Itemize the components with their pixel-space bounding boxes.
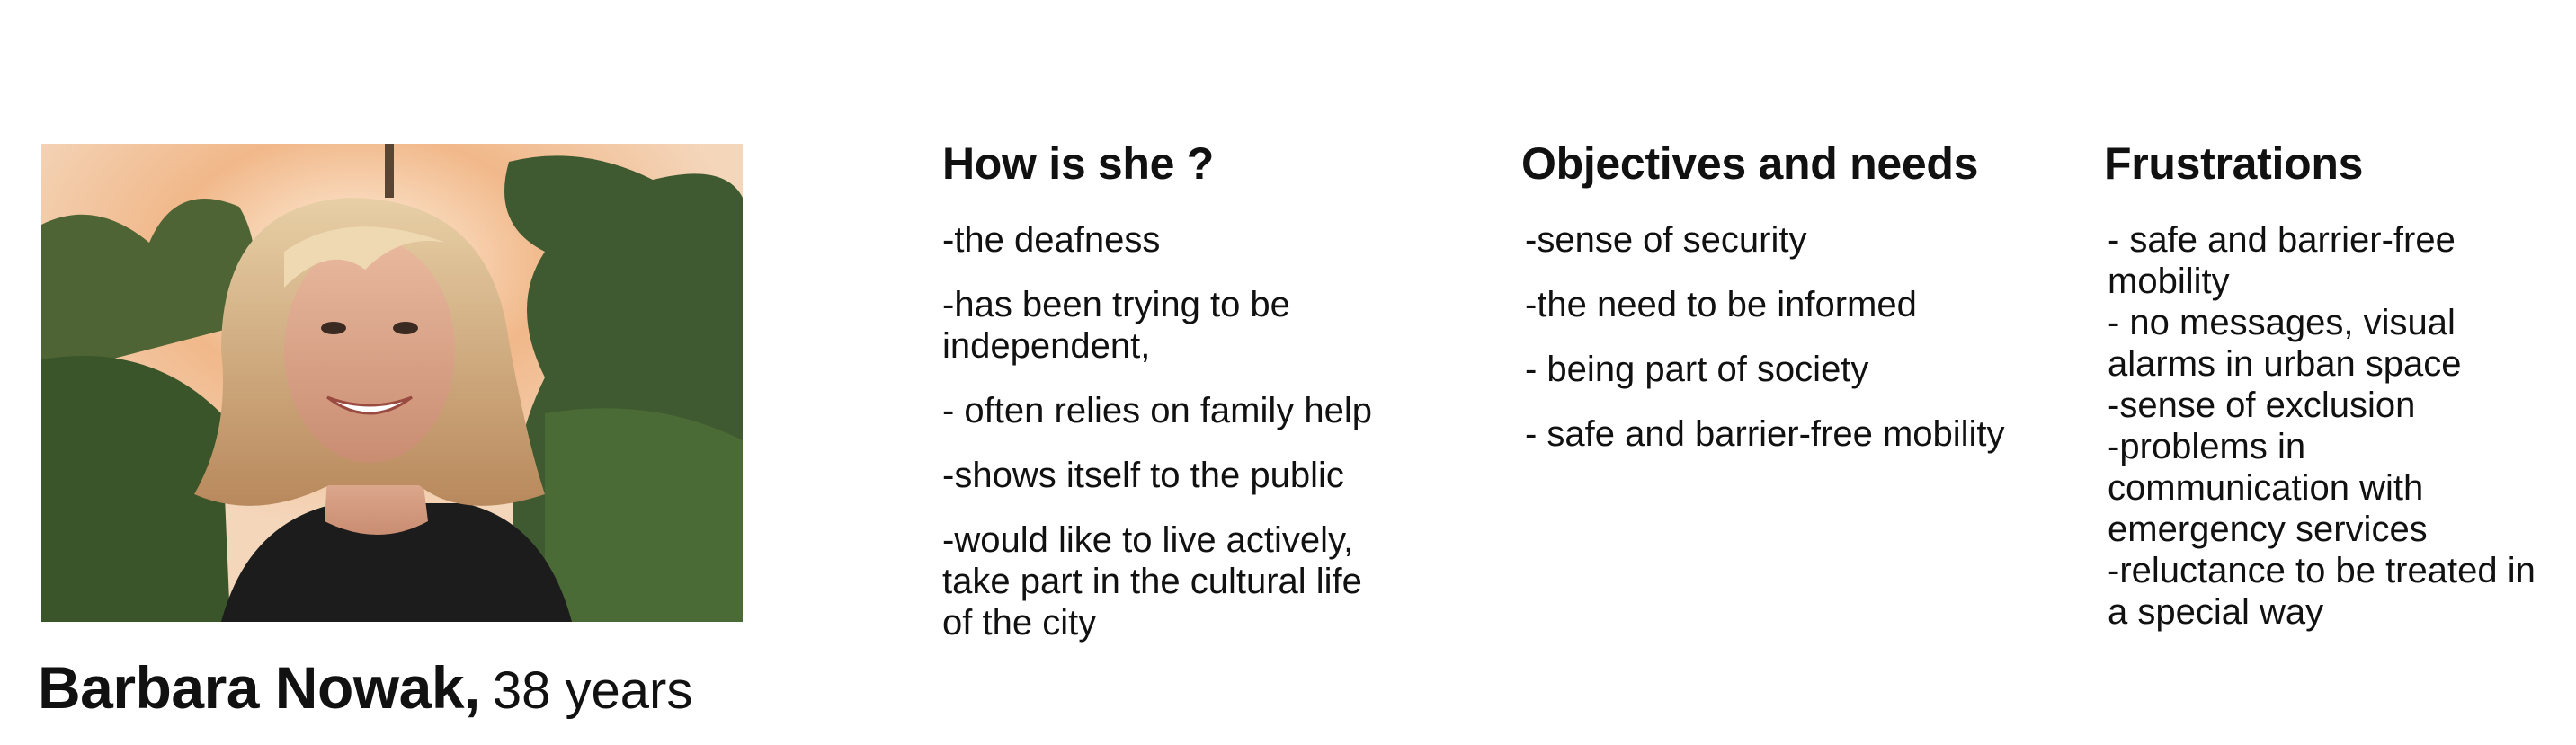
section-objectives-and-needs: Objectives and needs -sense of security …	[1521, 131, 2025, 478]
persona-photo	[41, 144, 743, 622]
list-item: - no messages, visual alarms in urban sp…	[2108, 303, 2462, 384]
section-list: -sense of security -the need to be infor…	[1521, 219, 2025, 455]
persona-name: Barbara Nowak,	[38, 654, 480, 721]
list-item: -would like to live actively, take part …	[942, 520, 1362, 643]
list-item: - often relies on family help	[942, 391, 1373, 430]
section-how-is-she: How is she ? -the deafness -has been try…	[942, 131, 1392, 667]
list-item: -sense of exclusion	[2108, 386, 2416, 425]
section-title: Frustrations	[2104, 138, 2364, 189]
list-item: -the need to be informed	[1525, 285, 1917, 324]
list-item: - safe and barrier-free mobility	[2108, 220, 2456, 301]
persona-name-line: Barbara Nowak,38 years	[38, 647, 692, 728]
section-title: Objectives and needs	[1521, 138, 1979, 189]
section-frustrations: Frustrations - safe and barrier-free mob…	[2104, 131, 2554, 633]
section-list: -the deafness -has been trying to be ind…	[942, 219, 1392, 643]
list-item: -has been trying to be independent,	[942, 285, 1290, 366]
persona-age: 38 years	[492, 661, 693, 720]
list-item: -shows itself to the public	[942, 456, 1344, 495]
list-item: - safe and barrier-free mobility	[1525, 414, 2005, 454]
persona-photo-image	[41, 144, 743, 622]
section-list: - safe and barrier-free mobility - no me…	[2104, 219, 2554, 633]
list-item: -reluctance to be treated in a special w…	[2108, 551, 2536, 632]
list-item: -problems in communication with emergenc…	[2108, 427, 2428, 549]
list-item: - being part of society	[1525, 350, 1869, 389]
list-item: -the deafness	[942, 220, 1161, 260]
list-item: -sense of security	[1525, 220, 1807, 260]
section-title: How is she ?	[942, 138, 1215, 189]
